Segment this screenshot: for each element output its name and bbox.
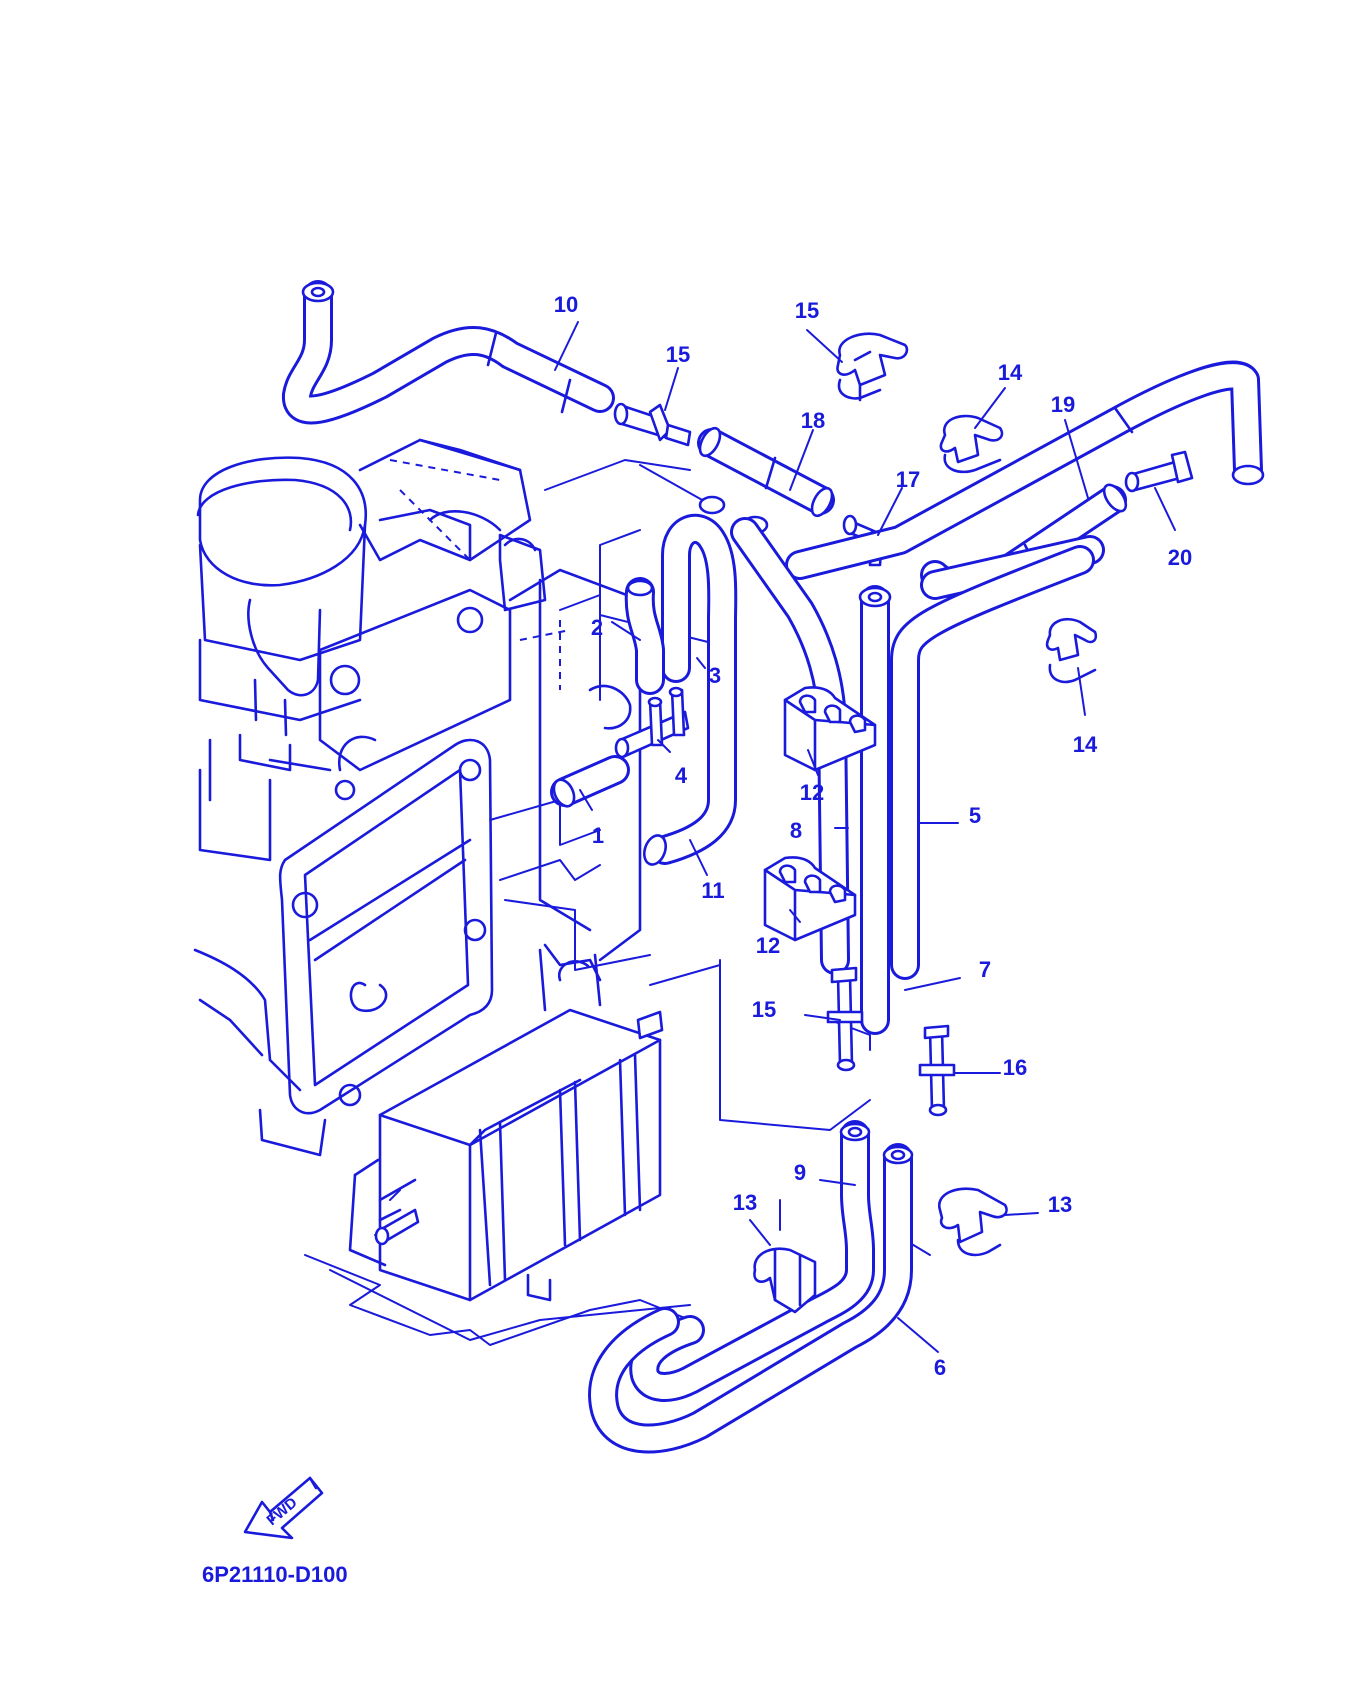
part-label-16: 15 — [666, 342, 690, 367]
part-label-5: 5 — [969, 803, 981, 828]
hose-18 — [697, 426, 835, 518]
clip-15-right — [1045, 617, 1098, 684]
part-label-17: 17 — [896, 467, 920, 492]
fwd-arrow: FWD — [243, 1476, 324, 1540]
hose-2 — [624, 577, 665, 695]
part-label-8: 8 — [790, 818, 802, 843]
canister-nipples — [374, 1010, 664, 1246]
part-label-19: 19 — [1051, 392, 1075, 417]
part-label-15-right: 14 — [1073, 732, 1098, 757]
engine-block — [193, 438, 662, 1302]
part-label-14-left: 15 — [752, 997, 776, 1022]
clip-13-left — [753, 1247, 817, 1314]
fitting-16 — [613, 402, 692, 447]
hose-10 — [282, 280, 615, 425]
clip-13-right — [937, 1187, 1008, 1257]
part-label-2: 2 — [591, 615, 603, 640]
part-labels: 10 15 15 14 19 18 17 20 2 3 4 1 11 14 12… — [554, 292, 1192, 1380]
part-label-13-right: 13 — [1048, 1192, 1072, 1217]
joint-14-right — [918, 1024, 956, 1117]
part-label-14-right: 16 — [1003, 1055, 1027, 1080]
clip-15-top — [836, 332, 909, 402]
part-label-7: 7 — [979, 957, 991, 982]
part-label-10: 10 — [554, 292, 578, 317]
part-label-20: 20 — [1168, 545, 1192, 570]
part-label-15-top: 15 — [795, 298, 819, 323]
part-label-12-lower: 12 — [756, 933, 780, 958]
hose-1 — [550, 755, 630, 808]
part-label-12-upper: 12 — [800, 780, 824, 805]
part-label-11: 11 — [701, 878, 724, 903]
figure-code: 6P21110-D100 — [202, 1562, 348, 1587]
clip-12-lower — [763, 856, 857, 942]
clip-15-mid — [939, 414, 1004, 474]
joint-14-left — [826, 966, 864, 1072]
fitting-20 — [1124, 450, 1194, 493]
part-label-6: 6 — [934, 1355, 946, 1380]
clip-12-upper — [783, 686, 877, 772]
part-label-9: 9 — [794, 1160, 806, 1185]
hose-5 — [858, 545, 1095, 1035]
part-label-1: 1 — [592, 823, 604, 848]
part-label-4: 4 — [675, 763, 688, 788]
part-label-15-mid: 14 — [998, 360, 1023, 385]
reference-lines — [304, 459, 931, 1346]
hose-9-6 — [588, 1120, 914, 1454]
part-label-3: 3 — [709, 663, 721, 688]
leader-lines — [554, 321, 1176, 1353]
hose-19 — [785, 360, 1265, 580]
part-label-13-left: 13 — [733, 1190, 757, 1215]
part-label-18: 18 — [801, 408, 825, 433]
